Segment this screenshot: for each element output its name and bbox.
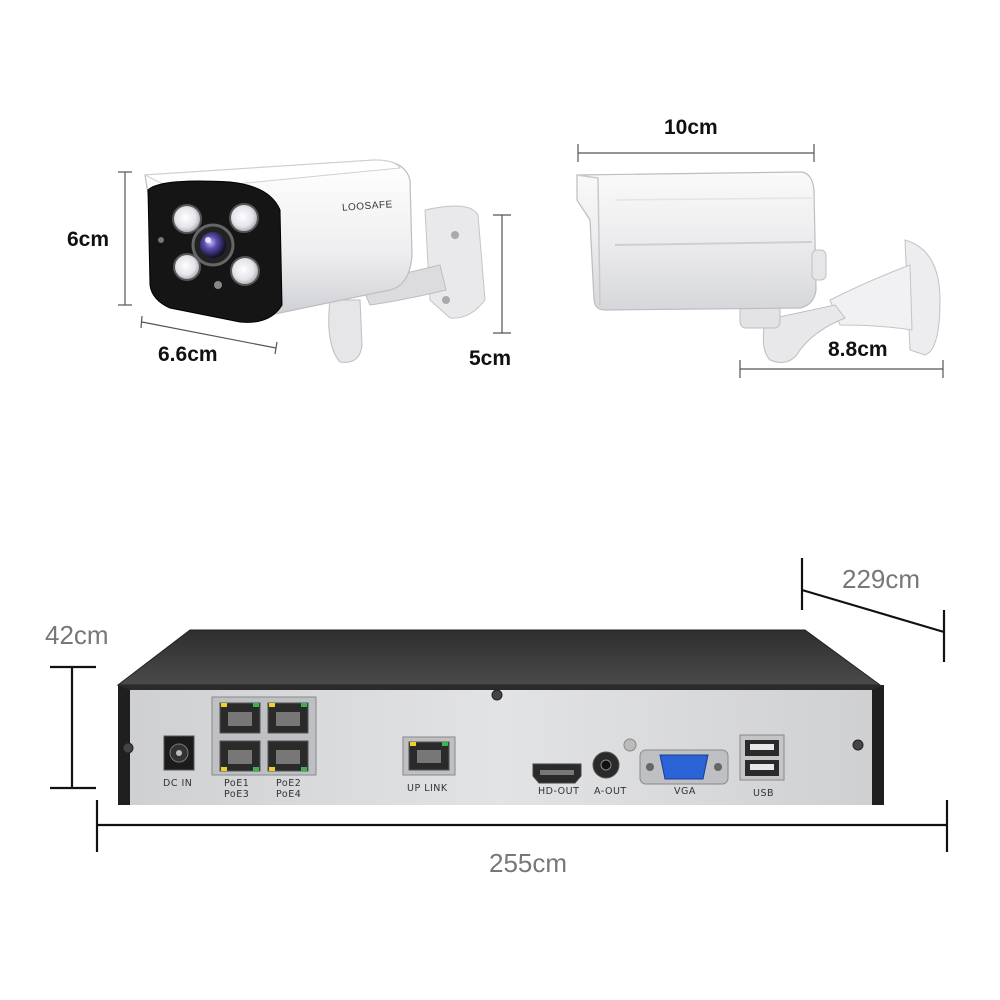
dc-in-label: DC IN [163,778,193,789]
poe3-label: PoE3 [224,789,250,800]
hdmi-port [532,763,582,784]
front-dim-lines [118,171,511,355]
ir-led-top-right [229,203,259,233]
audio-label: A-OUT [594,786,627,797]
nvr-depth-label: 229cm [842,564,921,594]
poe1-label: PoE1 [224,778,250,789]
ir-led-bottom-left [173,253,201,281]
nvr-dim-lines [50,558,949,852]
front-height-label: 6cm [67,228,110,251]
front-width-label: 6.6cm [158,343,218,366]
front-mount-label: 5cm [469,347,512,370]
side-length-label: 10cm [664,116,718,139]
camera-side-body [576,171,827,311]
poe-port-block [211,696,317,776]
ir-led-top-left [172,204,202,234]
camera-front-body [143,159,413,323]
usb-label: USB [753,788,775,799]
poe2-label: PoE2 [276,778,302,789]
camera-front-bracket [328,205,486,363]
audio-out-port [592,738,637,779]
vga-port [639,749,729,785]
ir-led-bottom-right [230,256,260,286]
uplink-port [402,736,456,776]
nvr-device [116,629,884,805]
side-dim-lines [577,144,944,378]
uplink-label: UP LINK [407,783,448,794]
camera-side-bracket [739,239,941,363]
side-bracket-label: 8.8cm [828,338,888,361]
hdmi-label: HD-OUT [538,786,580,797]
poe4-label: PoE4 [276,789,302,800]
nvr-height-label: 42cm [45,620,109,650]
dc-in-port [163,735,195,771]
vga-label: VGA [674,786,696,797]
usb-ports [739,734,785,781]
nvr-width-label: 255cm [489,848,568,878]
